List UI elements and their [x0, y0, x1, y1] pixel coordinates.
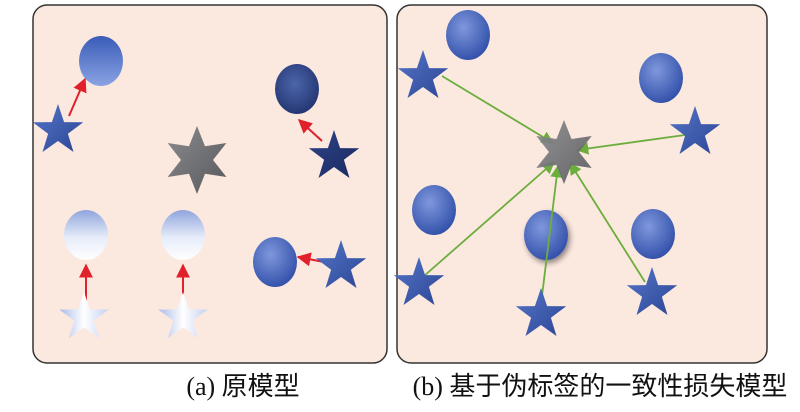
star-icon [59, 292, 109, 339]
star-icon [158, 292, 208, 339]
circle-icon [64, 210, 108, 260]
figure-diagram [32, 4, 768, 364]
green-arrow [575, 133, 693, 155]
star-icon [393, 257, 445, 305]
star-icon [626, 267, 678, 315]
red-arrow [297, 119, 323, 142]
six-point-star-icon [167, 126, 227, 194]
circle-icon [639, 53, 683, 103]
green-arrows [423, 75, 693, 305]
circle-icon [412, 185, 456, 235]
green-arrow [569, 161, 646, 283]
pair-bottom-right [253, 237, 367, 288]
star-icon [669, 106, 721, 154]
red-arrow [68, 77, 87, 117]
panel-b-frame [396, 4, 768, 364]
green-arrow [423, 161, 555, 277]
star-icon [315, 240, 367, 288]
panel-a [32, 4, 388, 364]
pair-bottom-left [59, 210, 109, 339]
circle-icon [79, 36, 123, 86]
circle-icon [161, 210, 205, 260]
panel-b [393, 4, 768, 364]
green-arrow [441, 75, 555, 144]
caption-b: (b) 基于伪标签的一致性损失模型 [412, 372, 788, 401]
green-arrow [540, 164, 563, 305]
caption-a: (a) 原模型 [186, 372, 300, 401]
circle-icon [524, 210, 568, 260]
circle-icon [275, 64, 319, 114]
star-icon [397, 50, 449, 98]
pair-top-right [275, 64, 360, 178]
star-icon [308, 130, 360, 178]
circle-icon [631, 209, 675, 259]
circle-icon [253, 237, 297, 287]
pair-top-left [32, 36, 123, 152]
six-point-star-icon [536, 120, 592, 184]
circle-icon [446, 10, 490, 60]
star-icon [32, 104, 84, 152]
star-icon [515, 288, 567, 336]
pair-bottom-middle [158, 210, 208, 339]
